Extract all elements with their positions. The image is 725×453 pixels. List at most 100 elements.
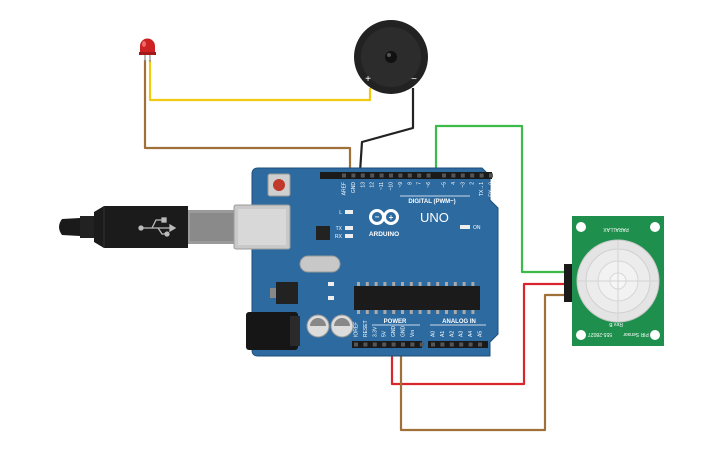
pin-hole[interactable] (419, 342, 424, 347)
pin-hole[interactable] (459, 342, 464, 347)
chip-pin (409, 310, 413, 314)
chip-pin (392, 310, 396, 314)
pin-hole[interactable] (379, 173, 384, 178)
power-pin-label: GND (391, 326, 397, 338)
led-on-label: ON (473, 225, 481, 231)
chip-pin (462, 310, 466, 314)
chip-pin (401, 282, 404, 286)
pir-rev: Rev B (609, 321, 623, 327)
pin-hole[interactable] (449, 342, 454, 347)
pin-hole[interactable] (351, 173, 356, 178)
wire-brown-led-to-gnd[interactable] (143, 60, 352, 172)
voltage-regulator (276, 282, 298, 304)
led-rx-label: RX (335, 234, 343, 240)
piezo-buzzer[interactable]: + − (354, 20, 428, 94)
digital-pin-label: TX→1 (479, 182, 485, 196)
buzzer-minus-label: − (411, 74, 417, 85)
pin-hole[interactable] (410, 342, 415, 347)
pin-hole[interactable] (426, 173, 431, 178)
wire-brown-gnd-to-pir[interactable] (399, 293, 572, 432)
pin-hole[interactable] (417, 173, 422, 178)
digital-pin-label: 8 (407, 182, 413, 185)
digital-pin-label: 13 (360, 182, 366, 188)
chip-pins-top (357, 282, 475, 286)
led-body (140, 38, 155, 54)
svg-text:−: − (375, 213, 380, 222)
digital-pin-label: ~10 (389, 182, 395, 191)
pir-part-number: 555-28027 (588, 331, 612, 337)
digital-pin-label: GND (351, 182, 357, 194)
power-header-label: POWER (384, 319, 407, 325)
pir-sensor[interactable]: PARALLAX 555-28027 Rev B PIR Sensor (564, 216, 664, 346)
pin-hole[interactable] (468, 342, 473, 347)
pin-hole[interactable] (442, 173, 446, 178)
red-led[interactable] (139, 38, 156, 62)
pin-hole[interactable] (398, 173, 403, 178)
chip-pin (453, 282, 457, 286)
power-header (352, 341, 422, 348)
usb-cable[interactable] (59, 206, 236, 248)
wires (143, 60, 572, 432)
chip-pin (471, 282, 475, 286)
bottom-pin-holes (354, 342, 482, 347)
pin-hole[interactable] (372, 342, 377, 347)
atmega-chip (354, 286, 480, 310)
wire-red-5v-to-pir[interactable] (390, 282, 572, 386)
pin-hole[interactable] (382, 342, 387, 347)
pin-hole[interactable] (478, 342, 482, 347)
pin-hole[interactable] (431, 342, 435, 347)
chip-pin (436, 282, 440, 286)
arduino-brand-label: ARDUINO (369, 231, 399, 238)
pin-hole[interactable] (370, 173, 375, 178)
power-pin-label: RESET (363, 320, 369, 337)
pin-hole[interactable] (451, 173, 456, 178)
buzzer-plus-label: + (365, 74, 371, 85)
pin-hole[interactable] (489, 173, 493, 178)
analog-pin-label: A4 (468, 331, 474, 337)
pin-hole[interactable] (460, 173, 465, 178)
wire-green-pin5-to-pir[interactable] (434, 124, 572, 274)
pin-hole[interactable] (363, 342, 368, 347)
power-pin-label: Vin (410, 330, 416, 337)
pin-hole[interactable] (440, 342, 445, 347)
usb-symbol-icon (138, 217, 177, 237)
chip-pin (445, 310, 448, 314)
pin-hole[interactable] (470, 173, 475, 178)
wire-black-buzzer-to-pin13[interactable] (358, 88, 415, 173)
chip-pin (374, 282, 378, 286)
chip-pin (383, 310, 387, 314)
chip-pin (365, 282, 369, 286)
pin-hole[interactable] (342, 173, 346, 178)
analog-pin-label: A0 (431, 331, 437, 337)
chip-pin (471, 310, 475, 314)
pin-hole[interactable] (407, 173, 412, 178)
analog-header-label: ANALOG IN (442, 319, 476, 325)
crystal-oscillator (299, 255, 341, 273)
chip-pin (462, 282, 466, 286)
pin-hole[interactable] (360, 173, 365, 178)
pin-hole[interactable] (479, 173, 484, 178)
power-pin-label: IOREF (354, 322, 360, 337)
pin-hole[interactable] (389, 173, 393, 178)
pin-hole[interactable] (391, 342, 396, 347)
digital-pin-label: 4 (451, 182, 457, 185)
chip-pins-bottom (357, 310, 475, 314)
dc-power-jack (246, 312, 298, 350)
pin-hole[interactable] (354, 342, 358, 347)
wire-yellow-led-to-buzzer[interactable] (148, 60, 372, 102)
usb-cable-tail (59, 218, 80, 236)
svg-text:+: + (389, 213, 394, 222)
chip-pin (365, 310, 369, 314)
pin-hole[interactable] (401, 342, 405, 347)
digital-pin-label: ~3 (460, 182, 466, 188)
digital-pin-holes (342, 173, 493, 178)
power-pin-label: GND (401, 326, 407, 338)
chip-pin (357, 310, 360, 314)
analog-pin-label: A1 (440, 331, 446, 337)
chip-pin (418, 282, 422, 286)
led-l-label: L (339, 210, 342, 216)
